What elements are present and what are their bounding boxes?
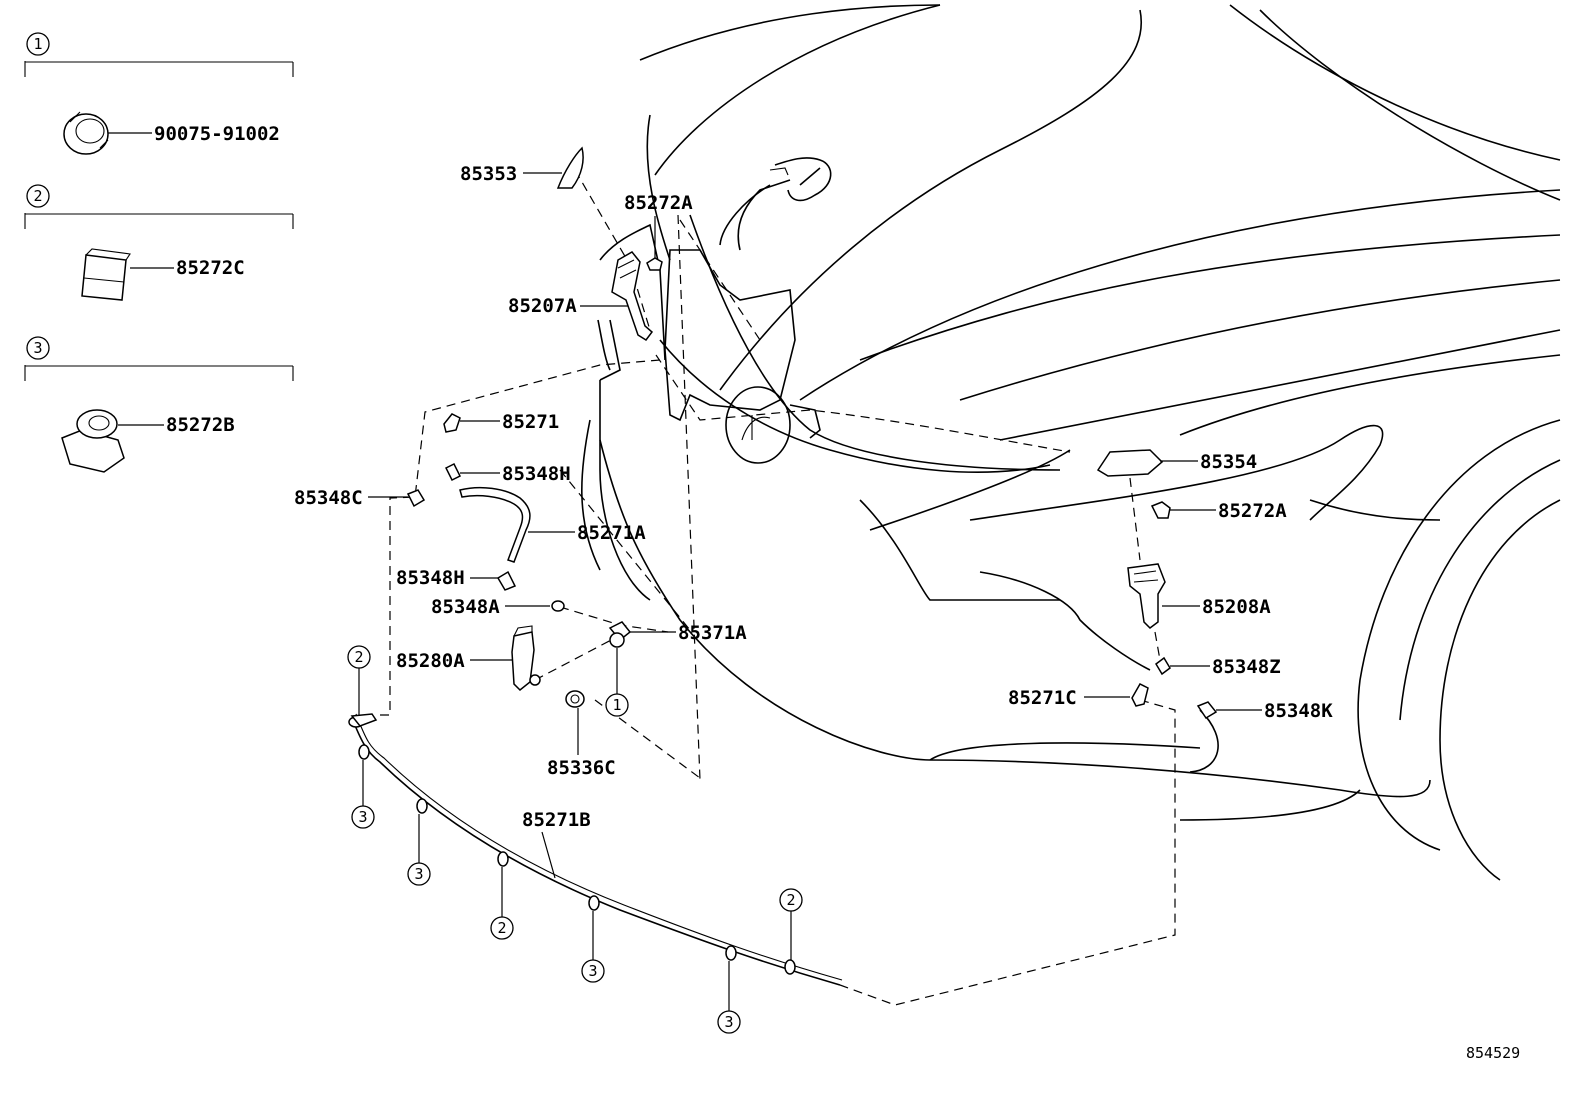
hose-joint-85348k xyxy=(1196,701,1218,720)
svg-text:3: 3 xyxy=(588,962,597,980)
headlamp-washer-cover-left xyxy=(556,146,584,189)
svg-text:2: 2 xyxy=(497,919,506,937)
part-label-85348a: 85348A xyxy=(431,596,500,618)
clip-block-icon xyxy=(81,248,131,301)
part-label-85348k: 85348K xyxy=(1264,700,1333,722)
washer-pump-85280a xyxy=(511,625,541,692)
part-label-85348h-top: 85348H xyxy=(502,463,571,485)
assembly-dashed-lines xyxy=(375,169,1176,1006)
grommet-pump xyxy=(609,632,625,648)
part-label-85371a: 85371A xyxy=(678,622,747,644)
clip-85272a-right xyxy=(1150,501,1171,519)
headlamp-washer-cover-right xyxy=(1096,449,1164,477)
hose-callouts: 2 3 3 2 3 3 2 xyxy=(347,645,803,1034)
legend-part-number: 85272B xyxy=(166,414,235,436)
part-label-85348z: 85348Z xyxy=(1212,656,1281,678)
svg-text:2: 2 xyxy=(786,891,795,909)
svg-text:2: 2 xyxy=(354,648,363,666)
svg-text:3: 3 xyxy=(414,865,423,883)
part-label-85348h-low: 85348H xyxy=(396,567,465,589)
part-label-85208a: 85208A xyxy=(1202,596,1271,618)
part-label-85354: 85354 xyxy=(1200,451,1257,473)
joint-85271 xyxy=(443,413,461,433)
figure-number: 854529 xyxy=(1466,1044,1520,1062)
clamp-ring-icon xyxy=(63,111,109,155)
clip-85272a-top xyxy=(646,257,663,271)
part-label-85353: 85353 xyxy=(460,163,517,185)
washer-nozzle-right xyxy=(1127,563,1166,629)
svg-text:1: 1 xyxy=(33,35,42,53)
hose-clip-icon xyxy=(61,409,125,473)
part-label-85348c: 85348C xyxy=(294,487,363,509)
svg-text:3: 3 xyxy=(724,1013,733,1031)
part-label-85280a: 85280A xyxy=(396,650,465,672)
svg-text:3: 3 xyxy=(33,339,42,357)
vehicle-body-outline xyxy=(581,4,1561,881)
washer-hose-85271a xyxy=(459,486,531,563)
legend-item-2: 2 85272C xyxy=(24,184,294,301)
hose-joint-85348z xyxy=(1155,656,1171,676)
grommet-85336c xyxy=(565,690,585,708)
part-label-85272a-top: 85272A xyxy=(624,192,693,214)
svg-text:3: 3 xyxy=(358,808,367,826)
part-label-85207a: 85207A xyxy=(508,295,577,317)
legend-item-3: 3 85272B xyxy=(24,336,294,473)
legend-part-number: 85272C xyxy=(176,257,245,279)
legend-item-1: 1 90075-91002 xyxy=(24,32,294,155)
part-label-85271c: 85271C xyxy=(1008,687,1077,709)
hose-joint-85348h-low xyxy=(496,570,517,591)
part-label-85272a-right: 85272A xyxy=(1218,500,1287,522)
joint-85271c xyxy=(1131,683,1149,707)
svg-text:2: 2 xyxy=(33,187,42,205)
part-label-85271: 85271 xyxy=(502,411,559,433)
callout-1: 1 xyxy=(612,696,621,714)
legend-part-number: 90075-91002 xyxy=(154,123,280,145)
hose-joint-85348a xyxy=(551,600,565,612)
washer-nozzle-left xyxy=(611,251,654,342)
part-label-85271b: 85271B xyxy=(522,809,591,831)
hose-joint-85348c xyxy=(406,489,426,508)
washer-hose-85271b xyxy=(348,713,843,986)
part-label-85336c: 85336C xyxy=(547,757,616,779)
hose-joint-85348h-top xyxy=(444,462,462,482)
part-label-85271a: 85271A xyxy=(577,522,646,544)
